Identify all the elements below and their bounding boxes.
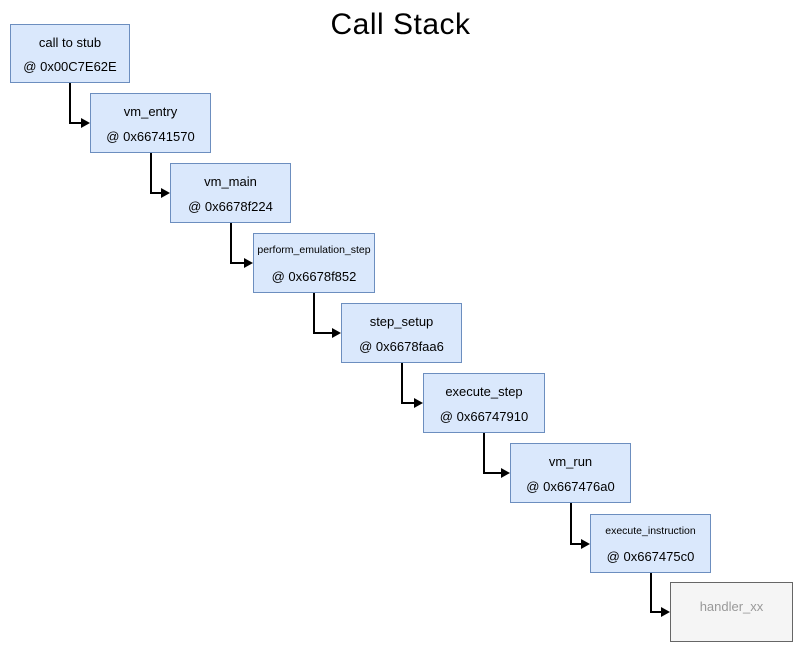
- connector-vertical-segment: [150, 153, 152, 194]
- frame-address: @ 0x00C7E62E: [23, 59, 117, 74]
- frame-name: vm_entry: [123, 104, 178, 119]
- stack-frame-vm-main: vm_main @ 0x6678f224: [170, 163, 291, 223]
- connector-vertical-segment: [401, 363, 403, 404]
- frame-address: @ 0x6678f852: [271, 269, 357, 284]
- connector-horizontal-segment: [69, 122, 82, 124]
- arrowhead-icon: [661, 607, 670, 617]
- connector-vertical-segment: [570, 503, 572, 545]
- connector-vertical-segment: [313, 293, 315, 334]
- arrowhead-icon: [244, 258, 253, 268]
- frame-name: step_setup: [369, 314, 434, 329]
- frame-name: call to stub: [38, 35, 102, 50]
- stack-frame-call-to-stub: call to stub @ 0x00C7E62E: [10, 24, 130, 83]
- frame-address: @ 0x66747910: [439, 409, 529, 424]
- frame-name: vm_run: [548, 454, 593, 469]
- diagram-title: Call Stack: [330, 8, 471, 41]
- arrowhead-icon: [414, 398, 423, 408]
- connector-horizontal-segment: [650, 611, 662, 613]
- arrowhead-icon: [161, 188, 170, 198]
- stack-frame-vm-run: vm_run @ 0x667476a0: [510, 443, 631, 503]
- connector-vertical-segment: [69, 83, 71, 124]
- frame-name: perform_emulation_step: [257, 244, 371, 256]
- frame-name: execute_step: [445, 384, 523, 399]
- stack-frame-vm-entry: vm_entry @ 0x66741570: [90, 93, 211, 153]
- frame-address: @ 0x667475c0: [606, 549, 695, 564]
- arrowhead-icon: [501, 468, 510, 478]
- stack-frame-execute-instruction: execute_instruction @ 0x667475c0: [590, 514, 711, 573]
- frame-name: handler_xx: [699, 599, 764, 614]
- frame-address: @ 0x6678faa6: [359, 339, 444, 354]
- connector-vertical-segment: [230, 223, 232, 264]
- stack-frame-perform-emulation-step: perform_emulation_step @ 0x6678f852: [253, 233, 375, 293]
- connector-horizontal-segment: [401, 402, 415, 404]
- connector-horizontal-segment: [483, 472, 502, 474]
- connector-vertical-segment: [483, 433, 485, 474]
- connector-horizontal-segment: [150, 192, 162, 194]
- arrowhead-icon: [332, 328, 341, 338]
- stack-frame-step-setup: step_setup @ 0x6678faa6: [341, 303, 462, 363]
- connector-horizontal-segment: [230, 262, 245, 264]
- connector-vertical-segment: [650, 573, 652, 613]
- frame-name: execute_instruction: [605, 525, 696, 537]
- connector-horizontal-segment: [313, 332, 333, 334]
- frame-address: @ 0x667476a0: [526, 479, 615, 494]
- frame-name: vm_main: [204, 174, 257, 189]
- frame-address: @ 0x66741570: [106, 129, 195, 144]
- arrowhead-icon: [81, 118, 90, 128]
- stack-frame-execute-step: execute_step @ 0x66747910: [423, 373, 545, 433]
- connector-horizontal-segment: [570, 543, 582, 545]
- arrowhead-icon: [581, 539, 590, 549]
- stack-frame-handler-xx: handler_xx: [670, 582, 793, 642]
- frame-address: @ 0x6678f224: [188, 199, 273, 214]
